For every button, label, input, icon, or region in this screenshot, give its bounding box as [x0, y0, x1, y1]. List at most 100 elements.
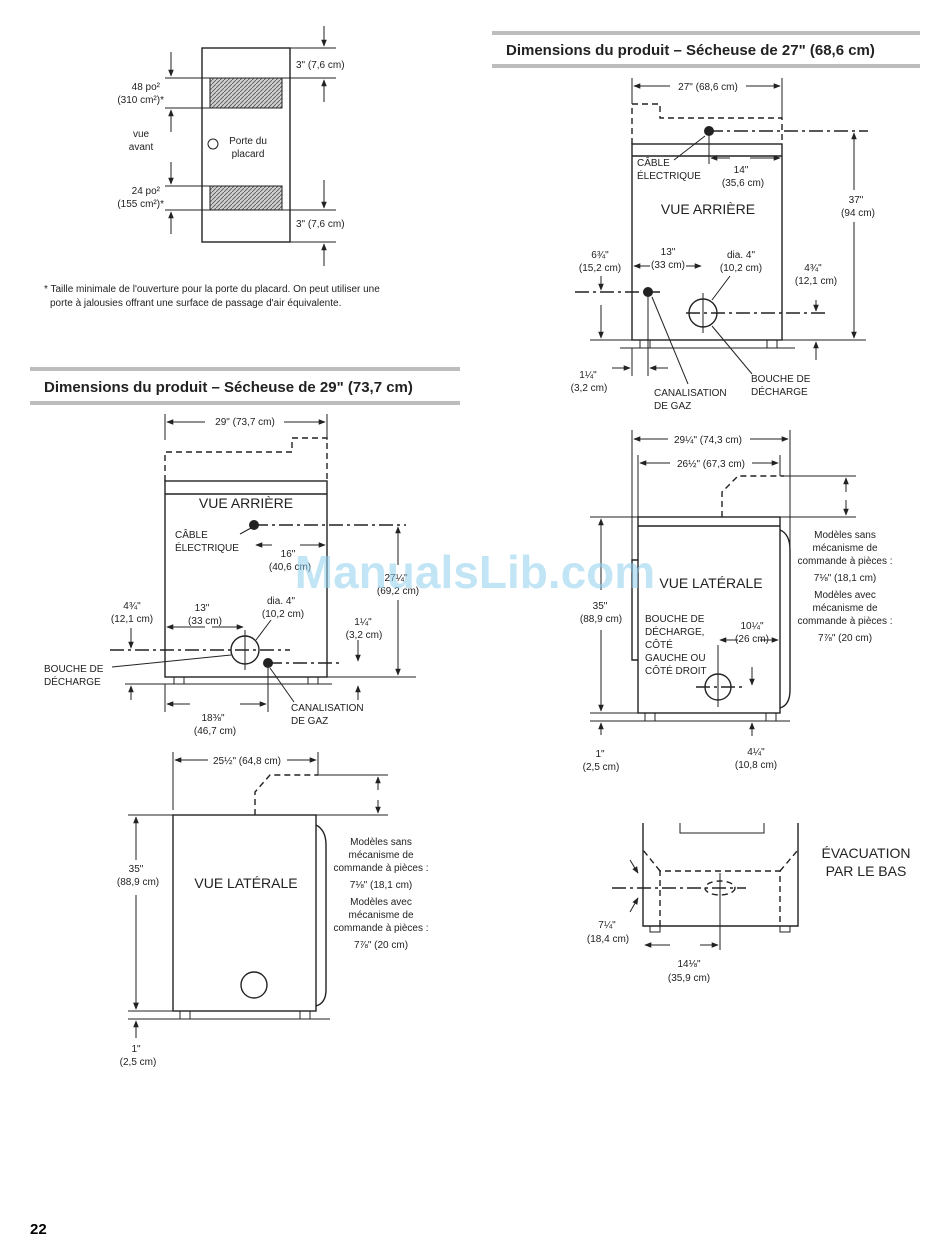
dryer27-exhaust-offset: 13"	[661, 247, 676, 258]
dryer27-rear-title: VUE ARRIÈRE	[661, 201, 755, 217]
dryer27-exhaust-dia: dia. 4"	[727, 250, 755, 261]
dryer27-gas-label-2: DE GAZ	[654, 401, 691, 412]
dryer29-models-with-value: 7⅞" (20 cm)	[354, 940, 408, 951]
front-view-label: vue	[133, 129, 150, 140]
dryer29-height-metric: (69,2 cm)	[377, 586, 419, 597]
dryer27-side-exhaust-offset-metric: (26 cm)	[735, 634, 769, 645]
dryer29-models-without-value: 7⅛" (18,1 cm)	[350, 880, 412, 891]
dryer29-gas-height-metric: (3,2 cm)	[346, 630, 383, 641]
dryer29-gas-height: 1¼"	[354, 616, 372, 628]
dryer29-models-without-2: mécanisme de	[348, 850, 413, 861]
bottom-exhaust-depth-metric: (18,4 cm)	[587, 934, 629, 945]
watermark: ManualsLib.com	[295, 546, 655, 598]
dryer29-models-with-3: commande à pièces :	[333, 923, 428, 934]
dryer29-models-with: Modèles avec	[350, 897, 412, 908]
dryer27-rear-cabinet	[631, 143, 783, 341]
dryer27-models-with-3: commande à pièces :	[797, 616, 892, 627]
dryer29-models-without: Modèles sans	[350, 837, 412, 848]
dryer27-models-without-2: mécanisme de	[812, 543, 877, 554]
dryer29-gas-offset-metric: (46,7 cm)	[194, 726, 236, 737]
dryer27-side-exhaust-label-4: GAUCHE OU	[645, 653, 706, 664]
closet-door-label: Porte du	[229, 136, 267, 147]
dryer27-gas-label: CANALISATION	[654, 388, 727, 399]
dryer27-side-overall-depth: 29¼" (74,3 cm)	[674, 434, 742, 446]
heading-27-text: Dimensions du produit – Sécheuse de 27" …	[506, 42, 875, 59]
bottom-exhaust-offset-metric: (35,9 cm)	[668, 973, 710, 984]
dryer27-models-without: Modèles sans	[814, 530, 876, 541]
dryer27-side-exhaust-offset: 10¼"	[740, 620, 763, 632]
dryer27-side-feet: 1"	[595, 749, 605, 760]
door-knob-icon	[207, 138, 219, 150]
dryer27-exhaust-label-2: DÉCHARGE	[751, 385, 808, 398]
dryer29-exhaust-label-2: DÉCHARGE	[44, 675, 101, 688]
dryer27-side-exhaust-label-5: CÔTÉ DROIT	[645, 664, 707, 677]
dryer27-models-without-value: 7⅛" (18,1 cm)	[814, 573, 876, 584]
dryer29-rear-view: 29" (73,7 cm) VUE ARRIÈRE CÂBLE ÉLECTRIQ…	[44, 414, 419, 737]
dryer29-exhaust-label: BOUCHE DE	[44, 664, 104, 675]
dryer29-side-height-metric: (88,9 cm)	[117, 877, 159, 888]
dryer27-side-exhaust-height: 4¼"	[747, 746, 765, 758]
heading-29-text: Dimensions du produit – Sécheuse de 29" …	[44, 379, 413, 396]
dryer27-models-with-2: mécanisme de	[812, 603, 877, 614]
dryer27-side-feet-metric: (2,5 cm)	[583, 762, 620, 773]
dryer27-gas-side-metric: (3,2 cm)	[571, 383, 608, 394]
dryer29-side-title: VUE LATÉRALE	[194, 875, 297, 891]
dryer29-side-exhaust-icon	[240, 971, 268, 999]
bottom-exhaust-title: ÉVACUATION	[822, 845, 911, 861]
dryer29-exhaust-height-metric: (12,1 cm)	[111, 614, 153, 625]
dryer29-cable-label-2: ÉLECTRIQUE	[175, 541, 239, 554]
dryer29-side-depth: 25½" (64,8 cm)	[213, 756, 281, 767]
dryer27-rear-view: 27" (68,6 cm) CÂBLE ÉLECTRIQUE 14" (35,6…	[571, 78, 875, 412]
dryer27-side-exhaust-label-3: CÔTÉ	[645, 638, 673, 651]
dryer29-rear-cabinet	[164, 480, 328, 678]
page-number: 22	[30, 1221, 47, 1238]
dryer27-side-exhaust-height-metric: (10,8 cm)	[735, 760, 777, 771]
footnote-line-2: porte à jalousies offrant une surface de…	[50, 298, 341, 309]
top-vent-opening	[209, 77, 283, 109]
dryer27-gas-height-metric: (15,2 cm)	[579, 263, 621, 274]
dryer29-exhaust-offset: 13"	[195, 603, 210, 614]
dryer29-gas-label-2: DE GAZ	[291, 716, 328, 727]
dryer29-side-height: 35"	[129, 864, 144, 875]
dryer27-exhaust-dia-metric: (10,2 cm)	[720, 263, 762, 274]
dryer29-gas-label: CANALISATION	[291, 703, 364, 714]
dryer27-height-metric: (94 cm)	[841, 208, 875, 219]
dryer29-rear-width: 29" (73,7 cm)	[215, 417, 275, 428]
bottom-exhaust-depth: 7¼"	[598, 919, 616, 931]
bottom-vent-opening	[209, 185, 283, 211]
dryer29-cable-offset: 16"	[281, 549, 296, 560]
dryer27-height: 37"	[849, 195, 864, 206]
dryer29-rear-title: VUE ARRIÈRE	[199, 495, 293, 511]
top-vent-area: 48 po²	[132, 82, 161, 93]
dryer27-side-exhaust-label-2: DÉCHARGE,	[645, 625, 704, 638]
dryer29-exhaust-dia-metric: (10,2 cm)	[262, 609, 304, 620]
front-view-label-2: avant	[129, 142, 154, 153]
dryer29-exhaust-offset-metric: (33 cm)	[188, 616, 222, 627]
dryer27-models-without-3: commande à pièces :	[797, 556, 892, 567]
dryer27-cable-offset: 14"	[734, 165, 749, 176]
dryer27-exhaust-label: BOUCHE DE	[751, 374, 811, 385]
dryer27-exhaust-height-metric: (12,1 cm)	[795, 276, 837, 287]
dryer27-side-view: 29¼" (74,3 cm) 26½" (67,3 cm) VUE LATÉRA…	[580, 430, 893, 773]
top-clearance: 3" (7,6 cm)	[296, 60, 345, 71]
bottom-clearance: 3" (7,6 cm)	[296, 219, 345, 230]
dryer27-exhaust-height: 4¾"	[804, 263, 822, 274]
dryer27-rear-width: 27" (68,6 cm)	[678, 82, 738, 93]
closet-door-label-2: placard	[232, 149, 265, 160]
dryer29-cable-label: CÂBLE	[175, 528, 208, 541]
top-vent-area-metric: (310 cm²)*	[117, 95, 164, 106]
dryer27-side-height: 35"	[593, 601, 608, 612]
dryer27-side-title: VUE LATÉRALE	[659, 575, 762, 591]
heading-29-dryer: Dimensions du produit – Sécheuse de 29" …	[30, 367, 460, 405]
dryer27-exhaust-offset-metric: (33 cm)	[651, 260, 685, 271]
dryer27-side-cabinet	[637, 516, 781, 714]
dryer27-models-with: Modèles avec	[814, 590, 876, 601]
dryer29-models-with-2: mécanisme de	[348, 910, 413, 921]
dryer29-side-feet-metric: (2,5 cm)	[120, 1057, 157, 1068]
closet-door-outline	[201, 47, 291, 243]
dryer29-side-view: 25½" (64,8 cm) VUE LATÉRALE 35" (88,9 cm…	[117, 752, 429, 1068]
bottom-exhaust-offset: 14⅛"	[677, 959, 700, 970]
bottom-exhaust-view: 7¼" (18,4 cm) 14⅛" (35,9 cm) ÉVACUATION …	[587, 823, 911, 984]
dryer29-side-feet: 1"	[131, 1044, 141, 1055]
